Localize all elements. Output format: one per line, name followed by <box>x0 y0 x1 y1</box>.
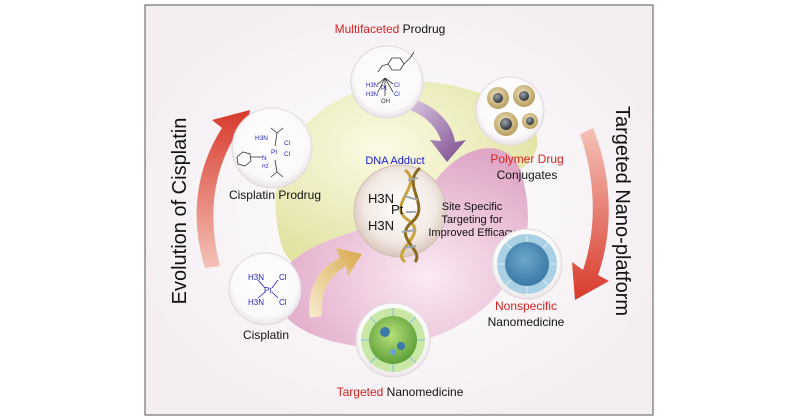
evolution-of-cisplatin-title: Evolution of Cisplatin <box>169 118 191 305</box>
center-h3n-top: H3N <box>368 191 394 206</box>
cisplatin-h3n-2: H3N <box>248 298 264 307</box>
targeted-nanoparticle-icon <box>361 308 425 372</box>
cisplatin-prodrug-structure-icon <box>236 127 284 178</box>
cisplatin-label: Cisplatin <box>243 328 289 342</box>
cisplatin-prodrug-node <box>231 107 313 189</box>
prodrug-h2: H2 <box>262 164 269 170</box>
prodrug-cl-2: Cl <box>284 151 291 158</box>
prodrug-pt: Pt <box>271 149 277 156</box>
site-specific-line2: Targeting for <box>441 214 502 226</box>
mf-cl-1: Cl <box>394 83 400 89</box>
cisplatin-h3n-1: H3N <box>248 273 264 282</box>
prodrug-cl-1: Cl <box>284 140 291 147</box>
cisplatin-prodrug-label: Cisplatin Prodrug <box>229 188 321 202</box>
mf-oh: OH <box>381 99 390 105</box>
mf-cl-2: Cl <box>394 92 400 98</box>
targeted-nanomedicine-label: Targeted Nanomedicine <box>337 385 464 399</box>
cisplatin-cl-1: Cl <box>279 273 287 282</box>
cisplatin-cl-2: Cl <box>279 298 287 307</box>
gold-arrow <box>309 248 362 318</box>
polymer-drug-label: Polymer Drug <box>490 152 563 166</box>
conjugates-label: Conjugates <box>497 168 558 182</box>
targeted-nano-platform-title: Targeted Nano-platform <box>611 106 633 316</box>
dna-adduct-label: DNA Adduct <box>365 155 424 167</box>
prodrug-n: N <box>262 155 267 162</box>
cisplatin-structure-icon <box>257 279 279 299</box>
site-specific-line1: Site Specific <box>442 201 503 213</box>
cisplatin-node <box>228 252 302 326</box>
mf-pt: Pt <box>381 86 387 92</box>
site-specific-line3: Improved Efficacy <box>428 227 516 239</box>
mf-h3n-1: H3N <box>366 83 378 89</box>
cisplatin-pt: Pt <box>264 286 272 295</box>
purple-arrow <box>396 95 466 162</box>
nonspecific-label: Nonspecific <box>495 299 557 313</box>
evolution-arrow <box>196 110 250 268</box>
targeted-arrow <box>572 128 609 300</box>
nonspecific-nanoparticle-icon <box>497 234 557 294</box>
multifaceted-structure-icon <box>377 51 415 96</box>
prodrug-h3n: H3N <box>255 135 268 142</box>
mf-h3n-2: H3N <box>366 92 378 98</box>
center-h3n-bottom: H3N <box>368 218 394 233</box>
dna-helix-icon <box>399 166 422 264</box>
center-pt: Pt <box>391 202 404 217</box>
multifaceted-prodrug-label: Multifaceted Prodrug <box>335 22 446 36</box>
nanomedicine-label: Nanomedicine <box>488 315 565 329</box>
polymer-conjugate-particles-icon <box>487 85 538 136</box>
